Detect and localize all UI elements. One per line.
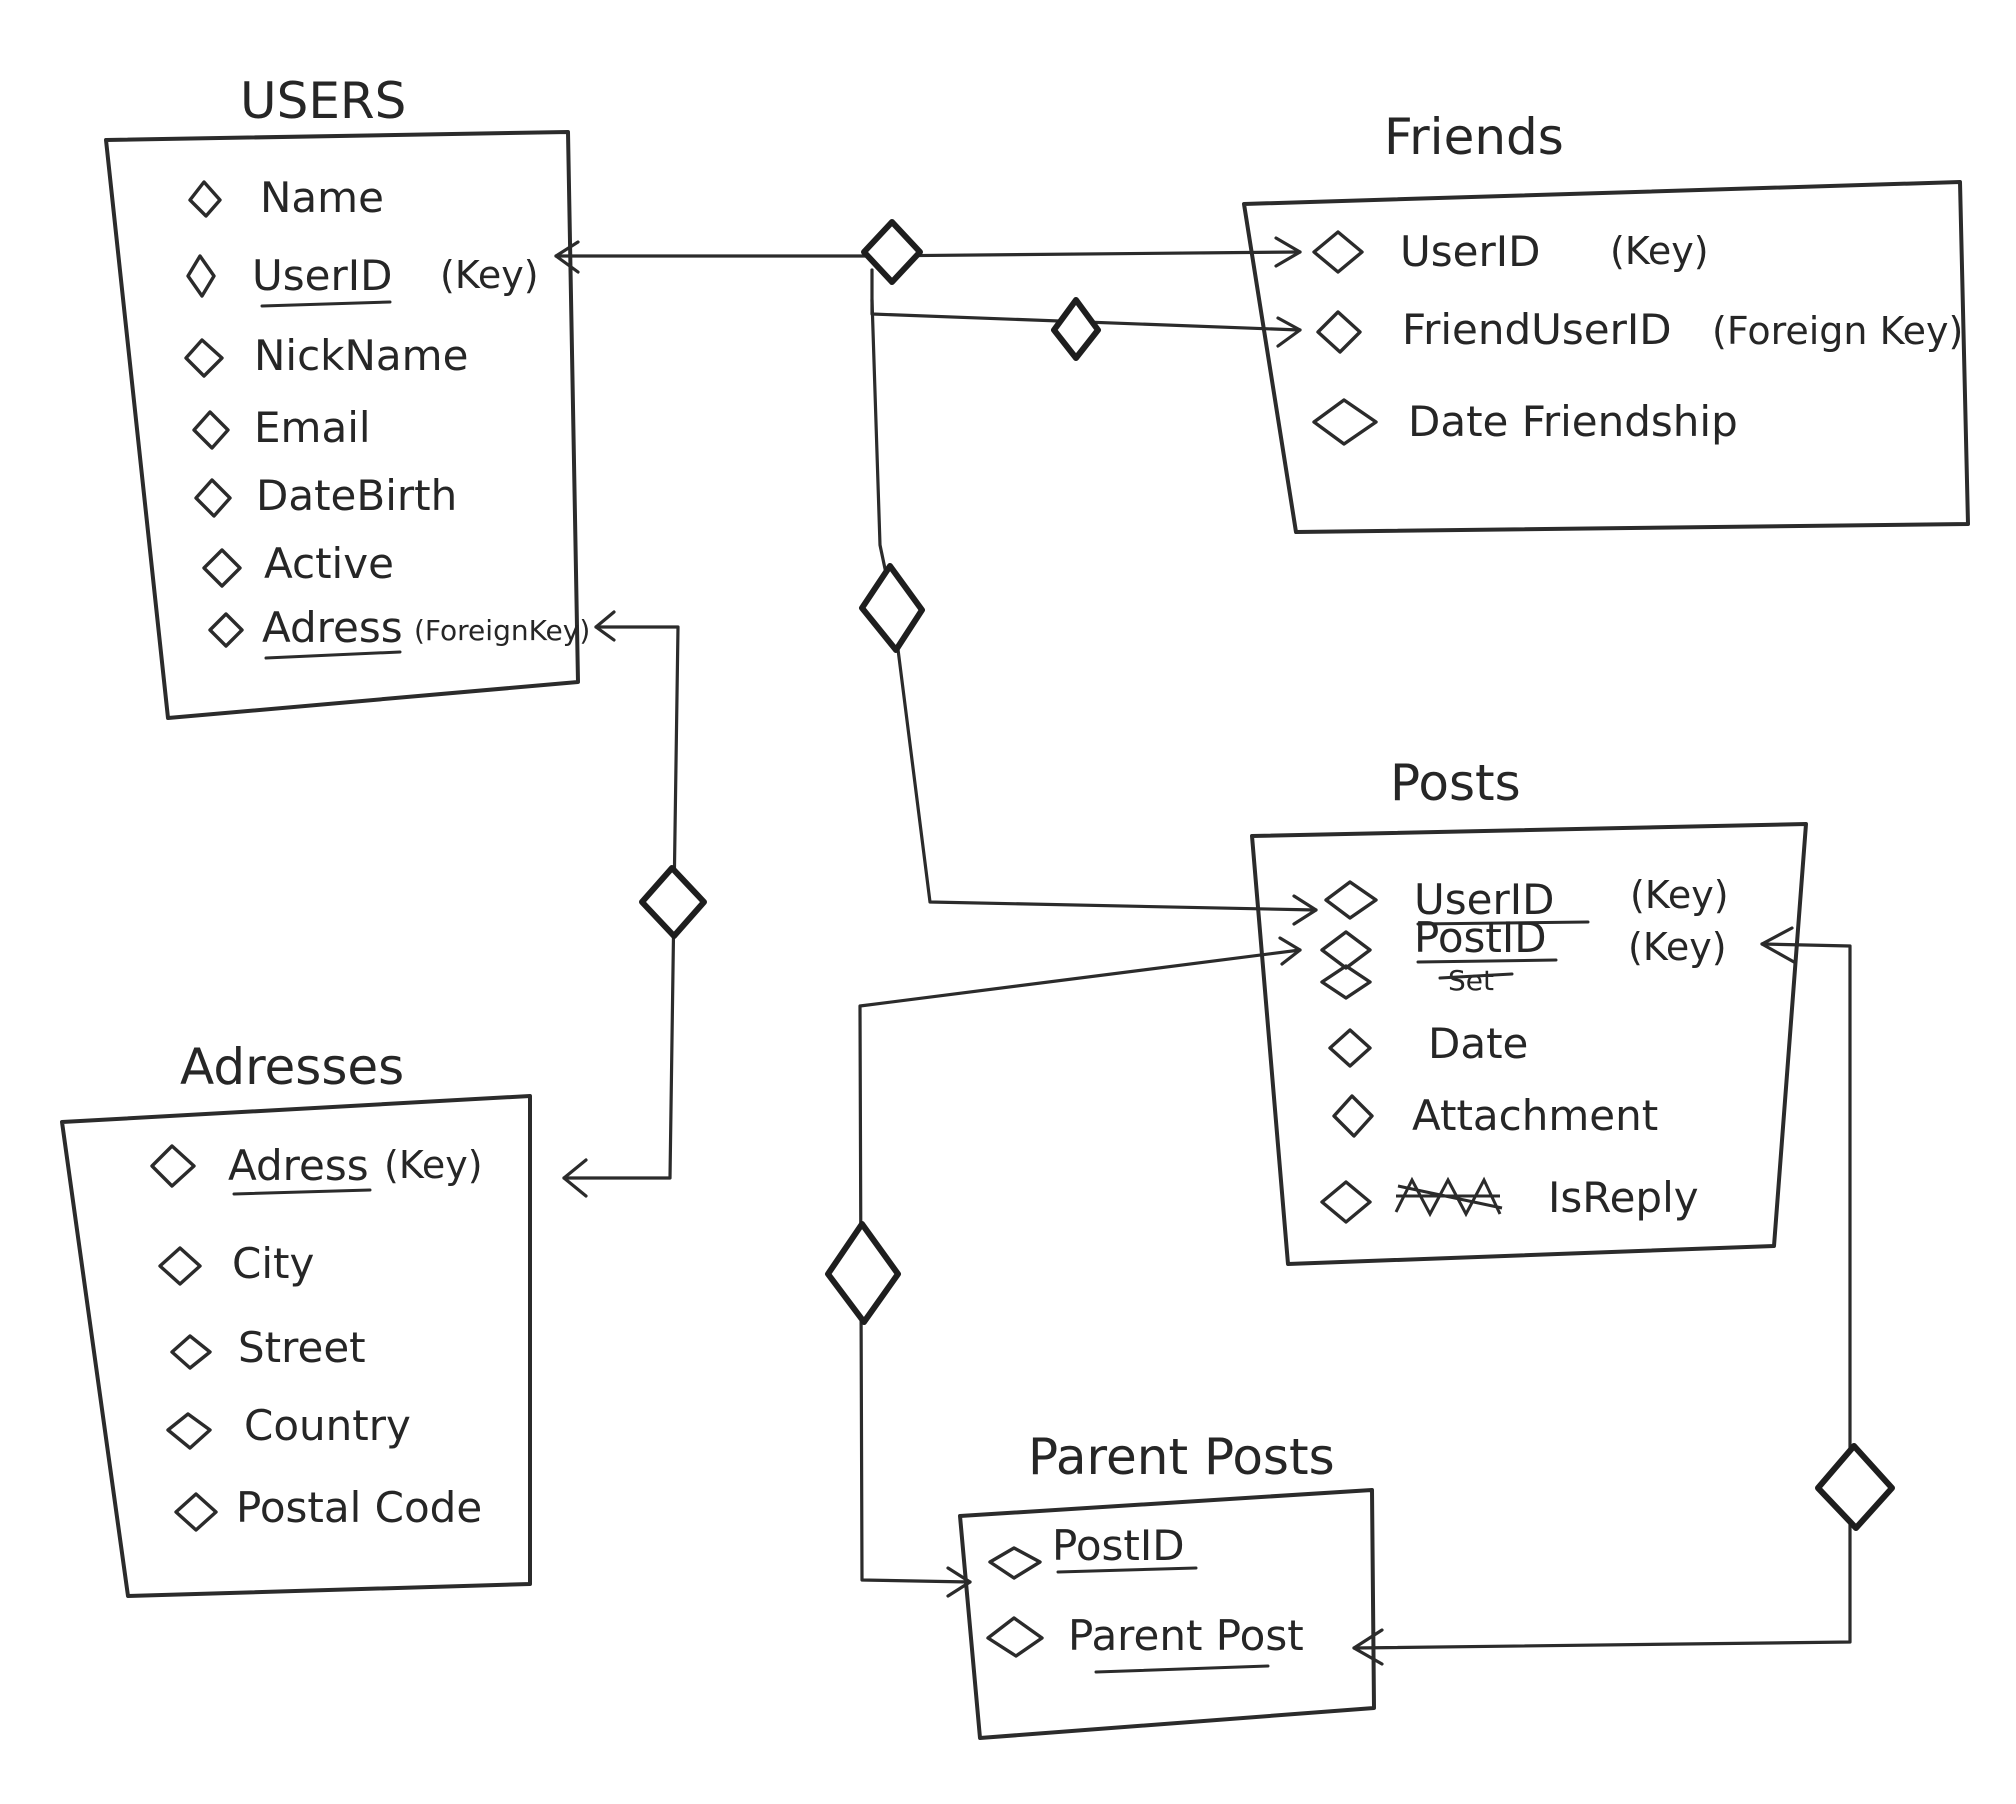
posts-parentpost-connector bbox=[1352, 942, 1852, 1650]
adresses-adress-underline bbox=[232, 1188, 372, 1196]
posts-parentposts-connector bbox=[858, 948, 1302, 1584]
parentposts-postid-underline bbox=[1056, 1566, 1198, 1574]
diamond-icon bbox=[1320, 964, 1372, 1000]
diamond-icon bbox=[1320, 930, 1372, 970]
aggregation-diamond-users-friends bbox=[861, 219, 923, 285]
diamond-icon bbox=[194, 478, 232, 518]
posts-attr-postid: PostID bbox=[1414, 913, 1547, 962]
users-adress-note: (ForeignKey) bbox=[414, 614, 590, 647]
adresses-attr-postalcode: Postal Code bbox=[236, 1483, 482, 1532]
posts-attributes: UserID (Key) PostID (Key) Set Date Attac… bbox=[1320, 873, 1729, 1224]
posts-attr-userid: UserID bbox=[1414, 875, 1554, 924]
users-attr-active: Active bbox=[264, 539, 394, 588]
aggregation-diamond-posts-parentposts bbox=[825, 1221, 901, 1325]
diamond-icon bbox=[1328, 1028, 1372, 1068]
diamond-icon bbox=[174, 1492, 218, 1532]
friends-box bbox=[1242, 180, 1970, 534]
diamond-icon bbox=[202, 548, 242, 588]
adresses-attr-adress: Adress bbox=[228, 1141, 369, 1190]
parentposts-title: Parent Posts bbox=[1028, 1428, 1335, 1486]
adresses-attr-country: Country bbox=[244, 1401, 411, 1450]
users-title: USERS bbox=[240, 72, 406, 130]
users-userid-note: (Key) bbox=[440, 253, 539, 297]
users-box bbox=[104, 130, 580, 720]
friends-attr-userid: UserID bbox=[1400, 227, 1540, 276]
aggregation-diamond-postid-parentpost bbox=[1815, 1443, 1895, 1531]
adresses-attr-city: City bbox=[232, 1239, 314, 1288]
posts-postid-arrowhead-left bbox=[1278, 936, 1302, 966]
users-userid-underline bbox=[260, 300, 392, 308]
diamond-icon bbox=[988, 1546, 1042, 1580]
diamond-icon bbox=[208, 612, 244, 648]
posts-postid-sub: Set bbox=[1448, 964, 1494, 997]
friends-attributes: UserID (Key) FriendUserID (Foreign Key) … bbox=[1312, 227, 1963, 446]
posts-userid-arrowhead bbox=[1292, 894, 1318, 926]
diamond-icon bbox=[986, 1616, 1044, 1658]
parentposts-attr-parentpost: Parent Post bbox=[1068, 1611, 1304, 1660]
friends-attr-datefriendship: Date Friendship bbox=[1408, 397, 1738, 446]
diamond-icon bbox=[1324, 880, 1378, 920]
users-attr-datebirth: DateBirth bbox=[256, 471, 457, 520]
diamond-icon bbox=[186, 254, 216, 298]
posts-postid-arrowhead-right bbox=[1760, 926, 1796, 964]
diamond-icon bbox=[150, 1144, 196, 1188]
aggregation-diamond-friendid bbox=[1051, 297, 1101, 361]
users-friends-connector bbox=[554, 250, 1302, 258]
posts-attr-date: Date bbox=[1428, 1019, 1528, 1068]
users-attr-nickname: NickName bbox=[254, 331, 468, 380]
diamond-icon bbox=[1312, 398, 1378, 446]
users-attr-adress: Adress bbox=[262, 603, 403, 652]
friends-frienduserid-note: (Foreign Key) bbox=[1712, 309, 1963, 353]
friends-userid-arrowhead bbox=[1274, 236, 1302, 268]
users-posts-connector bbox=[870, 298, 1318, 912]
friends-friendid-arrowhead bbox=[1276, 316, 1302, 348]
diamond-icon bbox=[158, 1246, 202, 1286]
posts-userid-note: (Key) bbox=[1630, 873, 1729, 917]
parentposts-attributes: PostID Parent Post bbox=[986, 1521, 1304, 1674]
diamond-icon bbox=[1332, 1094, 1374, 1138]
friends-userid-note: (Key) bbox=[1610, 229, 1709, 273]
diamond-icon bbox=[1320, 1180, 1372, 1224]
adresses-attr-street: Street bbox=[238, 1323, 366, 1372]
posts-scribble bbox=[1394, 1176, 1503, 1218]
adresses-title: Adresses bbox=[180, 1038, 404, 1096]
diamond-icon bbox=[192, 410, 230, 450]
diamond-icon bbox=[188, 180, 222, 218]
users-attributes: Name UserID (Key) NickName Email DateBir… bbox=[184, 173, 590, 660]
users-attr-userid: UserID bbox=[252, 251, 392, 300]
diamond-icon bbox=[184, 338, 224, 378]
posts-postid-underline bbox=[1416, 958, 1558, 964]
parentposts-postid-arrowhead bbox=[946, 1566, 972, 1598]
aggregation-diamond-users-posts bbox=[859, 563, 925, 653]
friends-title: Friends bbox=[1384, 108, 1564, 166]
users-attr-email: Email bbox=[254, 403, 371, 452]
users-adress-arrowhead bbox=[594, 610, 616, 642]
adresses-attributes: Adress (Key) City Street Country Postal … bbox=[150, 1141, 483, 1532]
posts-userid-underline bbox=[1416, 920, 1590, 926]
posts-postid-sub-strike bbox=[1438, 972, 1514, 980]
parentposts-parentpost-underline bbox=[1094, 1664, 1270, 1674]
posts-postid-note: (Key) bbox=[1628, 925, 1727, 969]
adresses-box bbox=[60, 1094, 532, 1598]
parentposts-box bbox=[958, 1488, 1376, 1740]
users-adress-underline bbox=[264, 650, 402, 660]
adresses-adress-arrowhead bbox=[562, 1158, 588, 1198]
users-attr-name: Name bbox=[260, 173, 384, 222]
aggregation-diamond-users-adresses bbox=[639, 865, 707, 939]
parentposts-attr-postid: PostID bbox=[1052, 1521, 1185, 1570]
diamond-icon bbox=[1312, 230, 1364, 274]
posts-attr-attachment: Attachment bbox=[1412, 1091, 1658, 1140]
friends-attr-frienduserid: FriendUserID bbox=[1402, 305, 1672, 354]
posts-box bbox=[1250, 822, 1808, 1266]
diamond-icon bbox=[1316, 310, 1362, 354]
diamond-icon bbox=[166, 1412, 212, 1450]
diamond-icon bbox=[170, 1334, 212, 1370]
posts-title: Posts bbox=[1390, 754, 1521, 812]
posts-attr-isreply: IsReply bbox=[1548, 1173, 1699, 1222]
adresses-adress-note: (Key) bbox=[384, 1143, 483, 1187]
